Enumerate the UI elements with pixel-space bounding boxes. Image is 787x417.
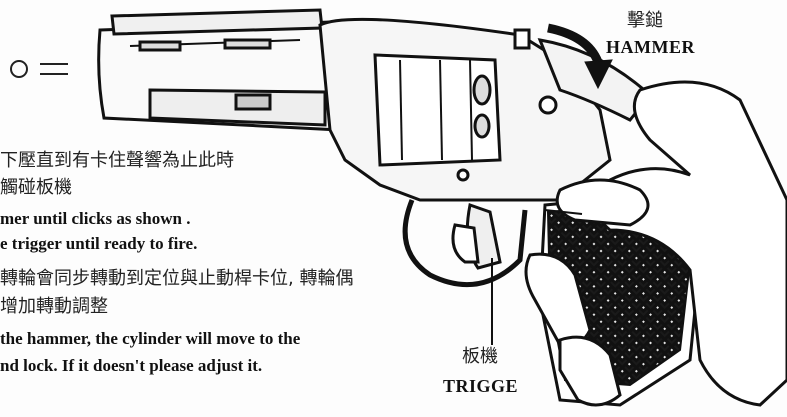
revolver-frame (318, 17, 612, 202)
hammer-label-en: HAMMER (606, 37, 695, 57)
step2-en-line1: the hammer, the cylinder will move to th… (0, 329, 301, 348)
step1-cn-line2: 觸碰板機 (0, 177, 72, 198)
step1-cn-line1: 下壓直到有卡住聲響為止此時 (0, 150, 234, 171)
step1-en-line1: mer until clicks as shown . (0, 209, 191, 228)
step1-en-line2: e trigger until ready to fire. (0, 234, 198, 253)
trigger-guard (402, 199, 528, 288)
hammer-arrow-icon (547, 23, 613, 90)
muzzle-flash-icon (10, 60, 68, 78)
step2-en-line2: nd lock. If it doesn't please adjust it. (0, 356, 263, 375)
hammer-label-cn: 擊鎚 (627, 10, 663, 31)
step2-cn-line2: 增加轉動調整 (0, 296, 108, 317)
trigger-label-cn: 板機 (462, 346, 498, 367)
hand-illustration (524, 80, 787, 407)
step2-cn-line1: 轉輪會同步轉動到定位與止動桿卡位, 轉輪偶 (0, 268, 354, 289)
revolver-barrel (97, 8, 342, 132)
trigger-label-en: TRIGGE (443, 376, 519, 396)
